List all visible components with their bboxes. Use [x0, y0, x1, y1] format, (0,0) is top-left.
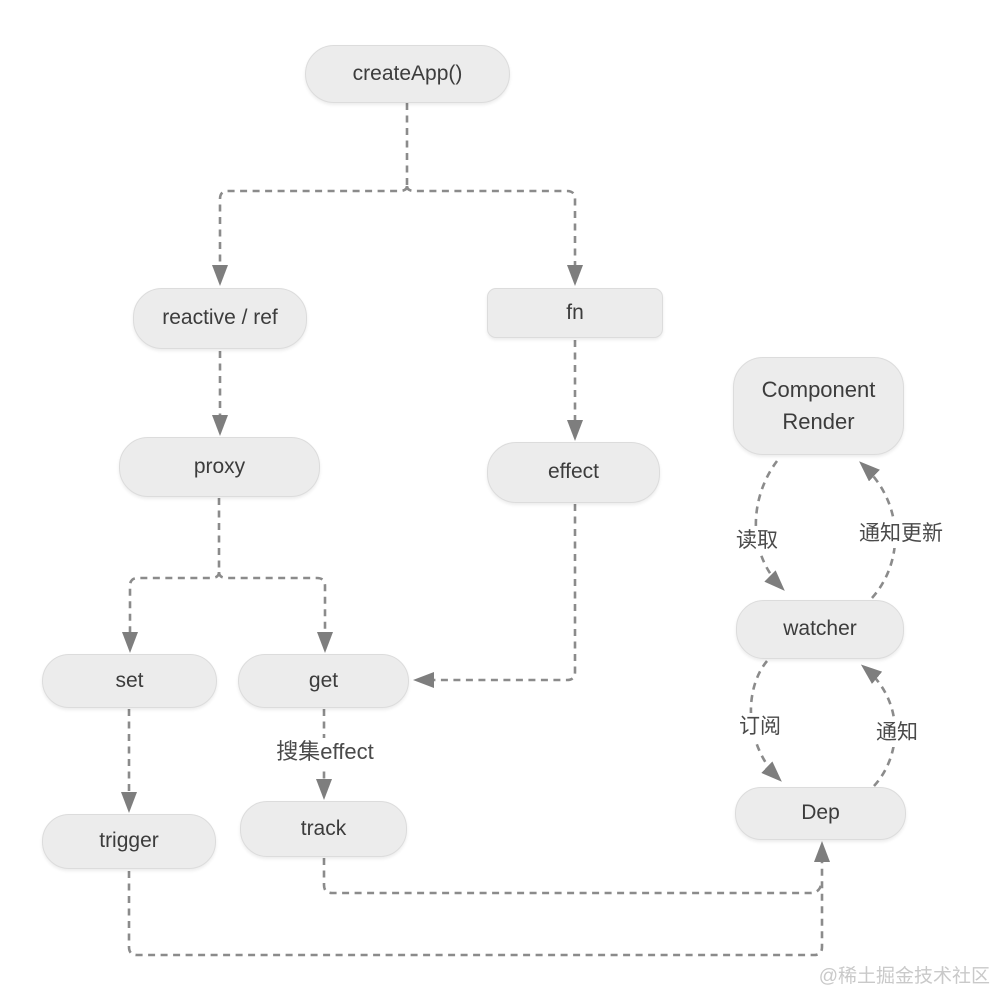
- edge-watcher-componentrender: [859, 461, 897, 599]
- node-fn: fn: [487, 288, 663, 338]
- node-track: track: [240, 801, 407, 857]
- node-proxy: proxy: [119, 437, 320, 497]
- node-effect: effect: [487, 442, 660, 503]
- edge-label-collect-effect: 搜集effect: [250, 738, 400, 766]
- edge-componentrender-watcher: [754, 460, 785, 591]
- edge-proxy-get: [217, 571, 333, 653]
- node-component-render: Component Render: [733, 357, 904, 455]
- node-createapp: createApp(): [305, 45, 510, 103]
- node-reactive-ref: reactive / ref: [133, 288, 307, 349]
- node-dep: Dep: [735, 787, 906, 840]
- edge-createapp-reactive: [212, 185, 409, 286]
- watermark: @稀土掘金技术社区: [818, 966, 990, 987]
- edge-label-subscribe: 订阅: [730, 713, 790, 741]
- node-trigger: trigger: [42, 814, 216, 869]
- edge-label-notify: 通知: [867, 719, 927, 747]
- edge-createapp-fn: [405, 185, 583, 286]
- node-watcher: watcher: [736, 600, 904, 659]
- edge-proxy-set: [122, 571, 221, 653]
- node-set: set: [42, 654, 217, 708]
- edge-label-read: 读取: [727, 527, 787, 555]
- edge-effect-get: [413, 504, 577, 688]
- edge-watcher-dep: [749, 660, 782, 782]
- edge-label-notify-update: 通知更新: [854, 520, 948, 548]
- edge-trigger-dep: [127, 841, 830, 957]
- node-get: get: [238, 654, 409, 708]
- edge-track-dep: [322, 858, 823, 895]
